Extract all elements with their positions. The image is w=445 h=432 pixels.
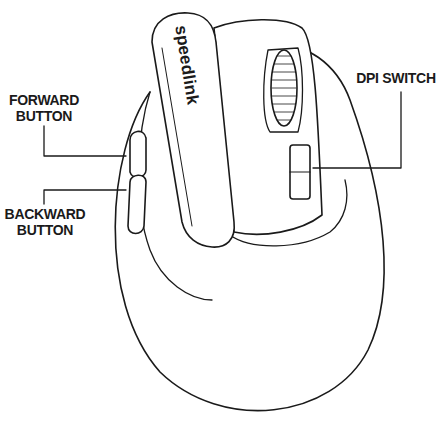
wheel-groove bbox=[272, 96, 295, 97]
wheel-groove bbox=[273, 104, 295, 105]
left-button bbox=[152, 13, 234, 247]
dpi-switch bbox=[290, 145, 310, 199]
callout-label: BACKWARD BUTTON bbox=[0, 206, 90, 238]
backward-button bbox=[128, 175, 146, 233]
callout-label: FORWARD BUTTON bbox=[2, 92, 86, 124]
forward-button bbox=[130, 131, 146, 177]
wheel-groove bbox=[275, 64, 294, 65]
wheel-groove bbox=[278, 56, 291, 57]
leader-line bbox=[44, 190, 126, 204]
callout-label: DPI SWITCH bbox=[350, 70, 442, 86]
wheel-groove bbox=[275, 112, 294, 113]
wheel-housing bbox=[264, 48, 303, 132]
leader-line bbox=[44, 126, 126, 156]
leader-line bbox=[313, 92, 401, 168]
wheel-grooves bbox=[272, 56, 296, 120]
scroll-wheel bbox=[271, 50, 297, 126]
wheel-groove bbox=[278, 120, 291, 121]
dpi-divider bbox=[290, 171, 310, 172]
wheel-groove bbox=[272, 80, 295, 81]
wheel-groove bbox=[273, 72, 295, 73]
wheel-groove bbox=[272, 88, 296, 89]
